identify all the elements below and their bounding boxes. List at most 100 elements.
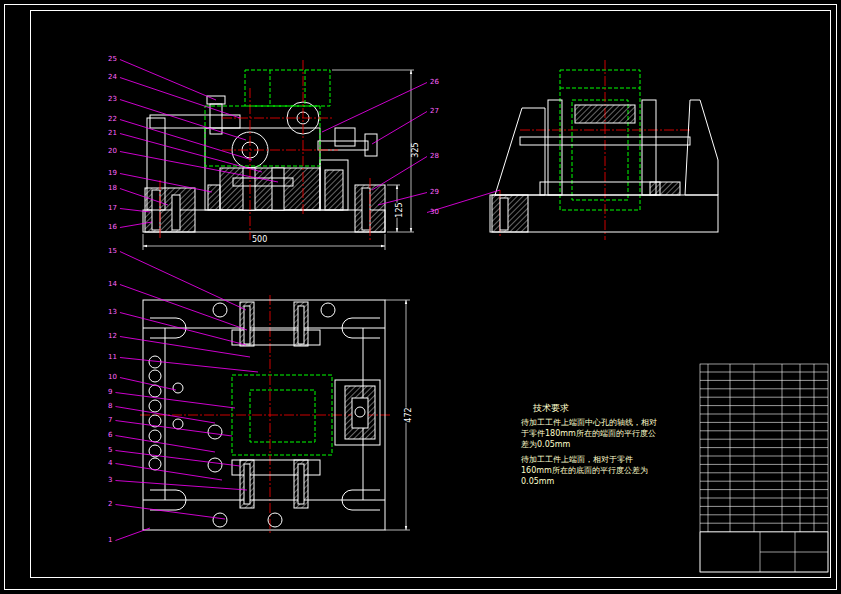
front-view: [208, 185, 220, 210]
table-row-line: [700, 430, 828, 431]
front-view: [355, 185, 385, 232]
top-view: [294, 302, 308, 346]
top-view: [165, 328, 166, 500]
table-column-line: [814, 364, 815, 532]
side-view: [490, 195, 718, 232]
callout-number: 13: [108, 309, 117, 316]
dimension-line: [387, 232, 414, 233]
front-view: [320, 160, 348, 210]
side-view: [650, 182, 680, 195]
table-row-line: [700, 414, 828, 415]
parts-list-table: [760, 552, 828, 553]
callout-number: 14: [108, 281, 117, 288]
callout-number: 8: [108, 403, 112, 410]
callout-number: 21: [108, 130, 117, 137]
workpiece-outline: [560, 88, 640, 89]
table-row-line: [700, 523, 828, 524]
front-view: [362, 188, 370, 230]
sheet-frame: [5, 5, 837, 590]
side-view: [500, 198, 508, 230]
top-view: [352, 398, 368, 428]
leader-line: [115, 481, 247, 491]
workpiece-outline: [270, 70, 271, 106]
table-row-line: [700, 372, 828, 373]
callout-number: 10: [108, 374, 117, 381]
workpiece-outline: [245, 70, 330, 106]
callout-number: 19: [108, 170, 117, 177]
technical-note: 待加工工件上端面，相对于零件160mm所在的底面的平行度公差为0.05mm: [521, 455, 661, 487]
side-view: [642, 100, 656, 195]
front-view: [147, 118, 165, 210]
callout-number: 2: [108, 501, 112, 508]
leader-line: [120, 378, 176, 391]
table-row-line: [700, 405, 828, 406]
leader-line: [120, 222, 152, 228]
callout-number: 27: [430, 108, 439, 115]
callout-number: 16: [108, 224, 117, 231]
table-row-line: [700, 472, 828, 473]
leader-line: [120, 209, 150, 213]
callout-number: 22: [108, 116, 117, 123]
top-view: [208, 425, 222, 439]
table-row-line: [700, 498, 828, 499]
table-row-line: [700, 456, 828, 457]
dimension-line: [143, 234, 144, 250]
top-view: [213, 513, 227, 527]
side-view: [492, 195, 528, 232]
callout-number: 7: [108, 417, 112, 424]
table-column-line: [730, 364, 731, 532]
callout-number: 9: [108, 389, 112, 396]
dimension-value: 472: [405, 407, 413, 422]
top-view: [355, 407, 365, 417]
leader-line: [322, 83, 427, 133]
top-view: [268, 513, 282, 527]
table-row-line: [700, 388, 828, 389]
top-view: [149, 370, 161, 382]
leader-lines: [115, 60, 500, 541]
side-view: [490, 100, 718, 232]
leader-line: [120, 189, 168, 206]
leader-line: [120, 285, 247, 331]
front-view: [272, 168, 284, 210]
front-view: [172, 195, 180, 230]
top-view: [173, 419, 183, 429]
top-view: [342, 318, 380, 338]
top-view: [240, 460, 254, 508]
table-column-line: [782, 364, 783, 532]
top-view: [149, 458, 161, 470]
sheet-frame: [31, 11, 831, 578]
front-view: [220, 168, 320, 210]
dimension-line: [332, 70, 414, 71]
table-row-line: [700, 489, 828, 490]
leader-line: [120, 100, 246, 141]
callout-number: 11: [108, 354, 117, 361]
front-view: [143, 96, 385, 232]
centerline: [605, 60, 606, 240]
callout-number: 15: [108, 248, 117, 255]
parts-list-table: [700, 364, 828, 572]
leader-line: [115, 464, 222, 481]
callout-number: 29: [430, 189, 439, 196]
top-view: [213, 303, 227, 317]
top-view: [149, 430, 161, 442]
workpiece-outline: [560, 70, 640, 210]
leader-line: [120, 358, 258, 373]
table-row-line: [700, 506, 828, 507]
leader-line: [120, 78, 240, 119]
leader-line: [115, 407, 215, 424]
top-view: [342, 490, 380, 510]
top-view: [321, 303, 335, 317]
table-row-line: [700, 464, 828, 465]
front-view: [325, 170, 343, 210]
leader-line: [120, 252, 246, 311]
front-view: [335, 128, 355, 146]
top-view: [335, 380, 380, 445]
note-heading: 技术要求: [533, 404, 569, 413]
table-row-line: [700, 397, 828, 398]
table-row-line: [700, 380, 828, 381]
dimension-value: 125: [396, 202, 404, 217]
leader-line: [120, 174, 212, 193]
front-view: [365, 134, 377, 156]
table-column-line: [800, 364, 801, 532]
